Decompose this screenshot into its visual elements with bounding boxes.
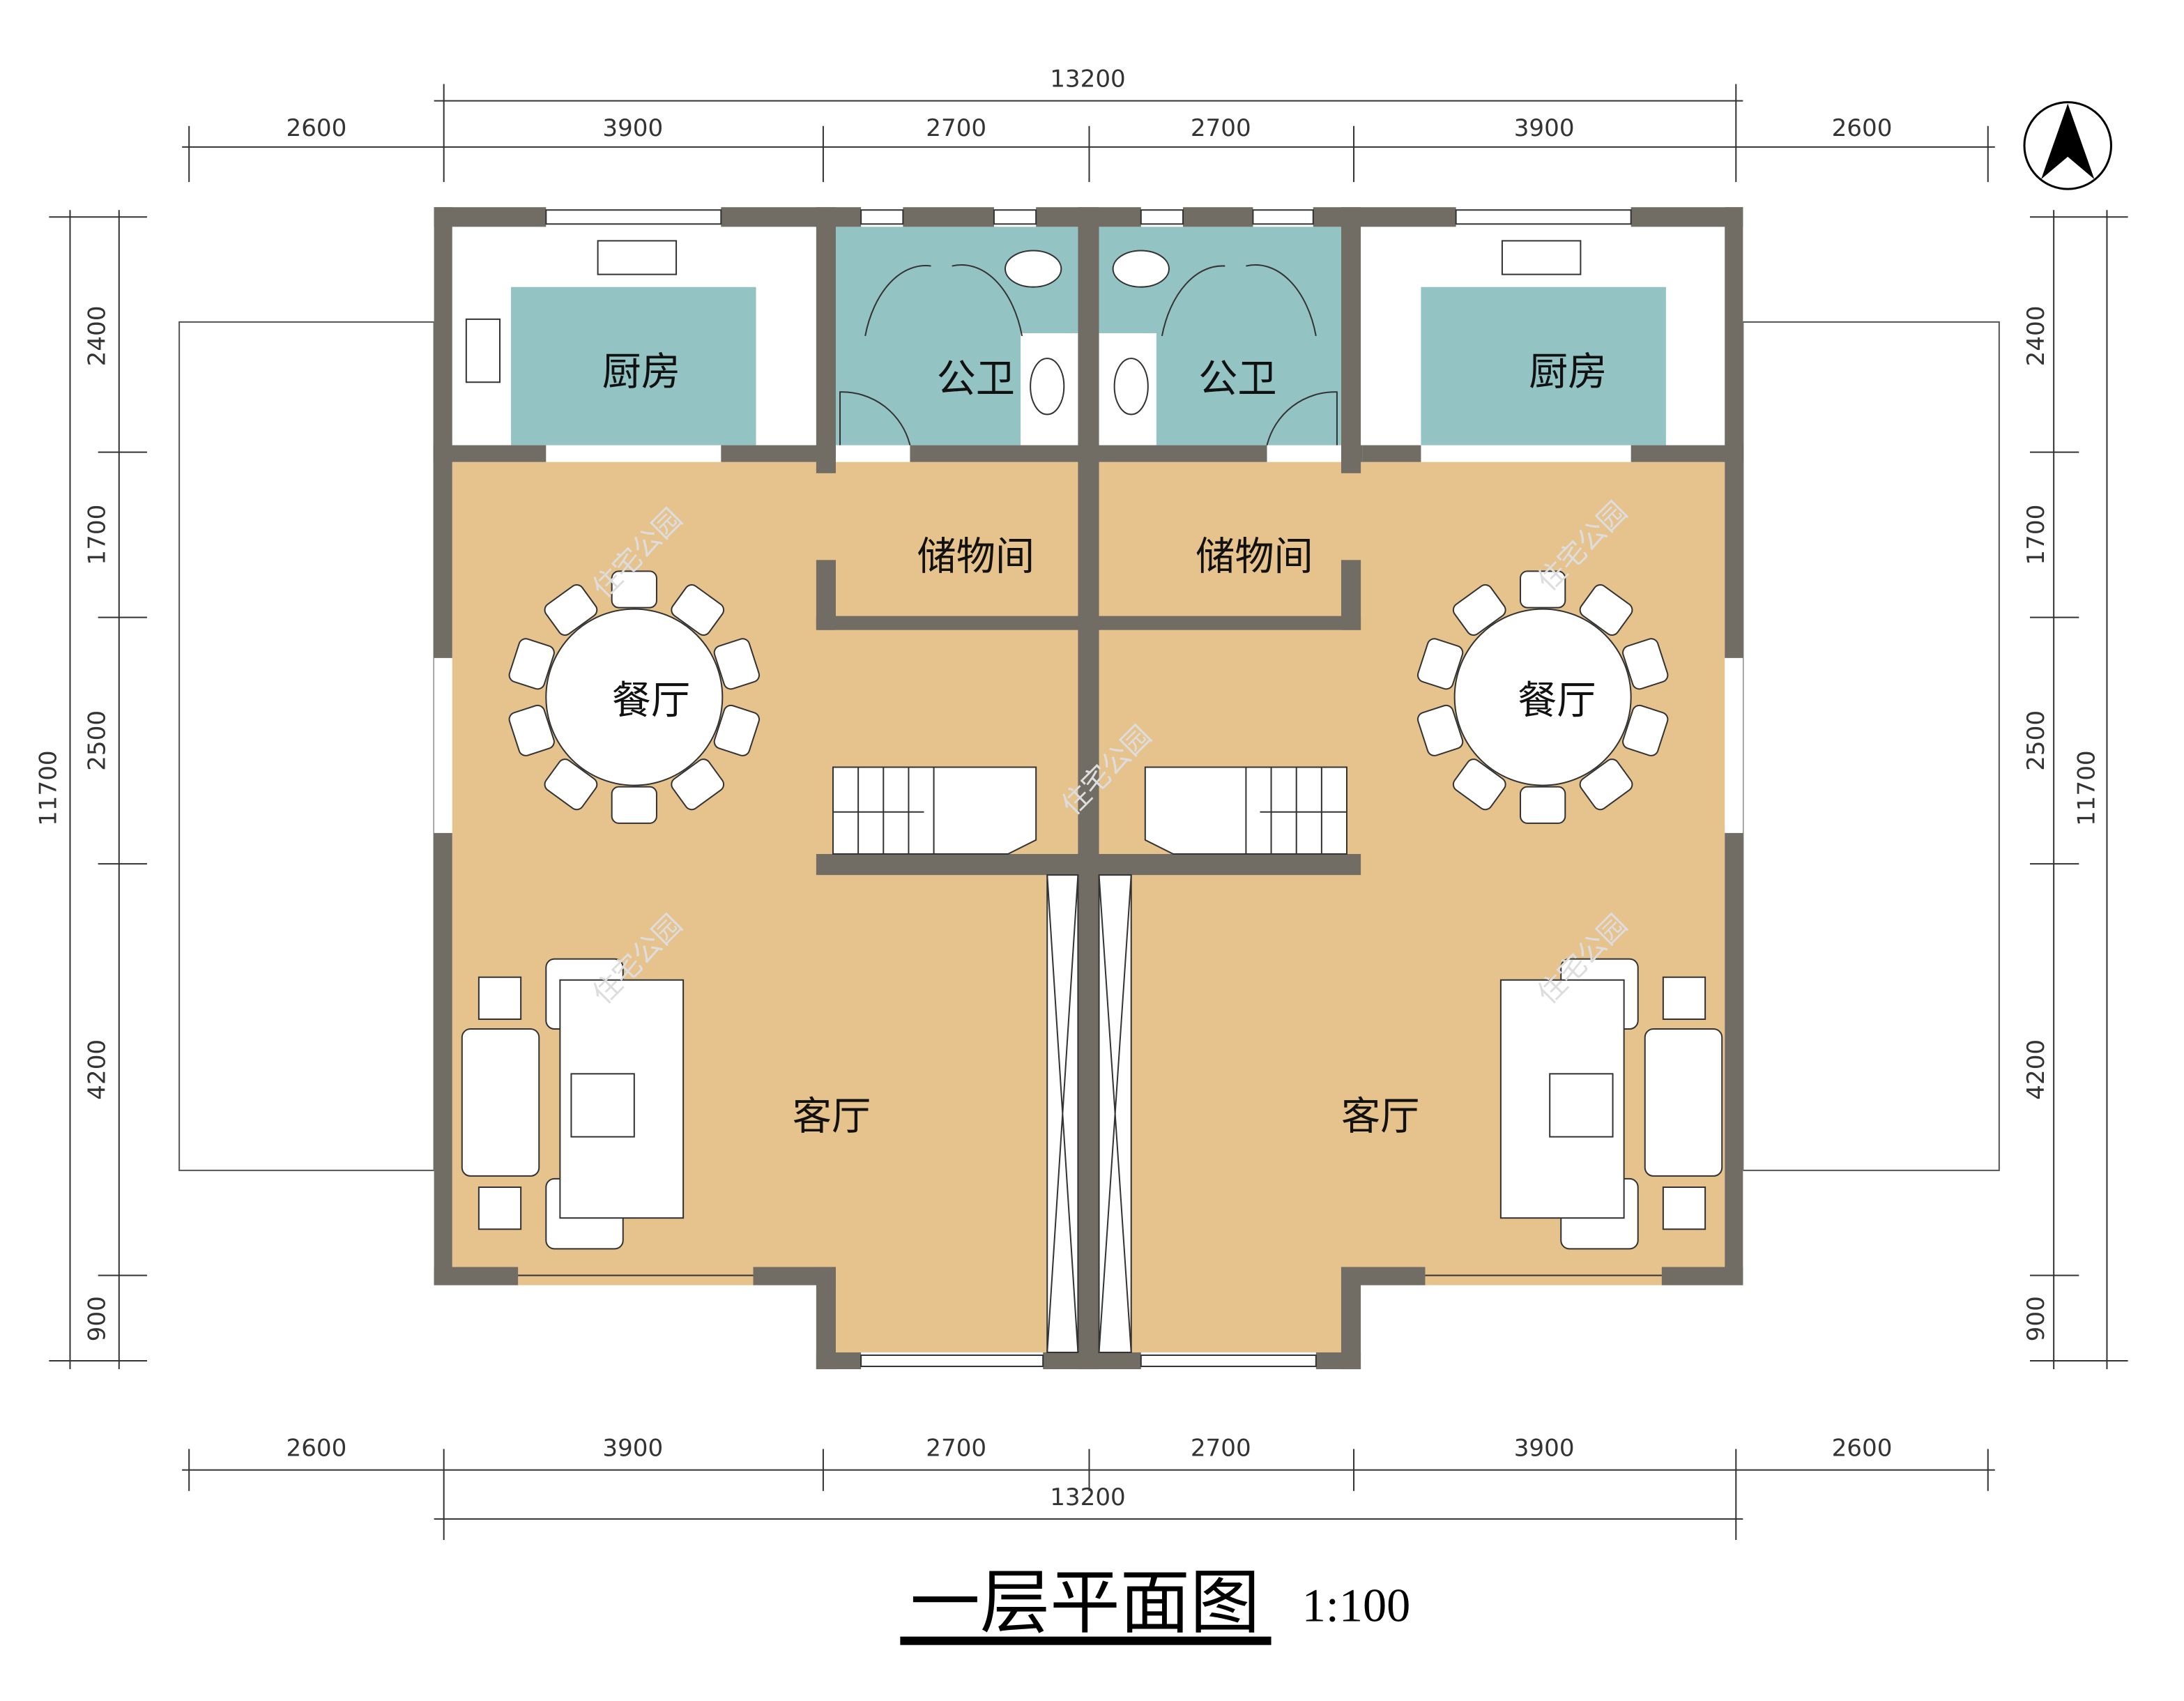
dining-chair [1579, 758, 1633, 811]
dim-left: 2500 [84, 710, 112, 771]
dim-top-total: 13200 [1050, 66, 1126, 93]
windows [518, 209, 1662, 1368]
dim-right: 2400 [2022, 306, 2050, 367]
room-label-bath-left: 公卫 [937, 356, 1015, 402]
room-label-dining-left: 餐厅 [612, 678, 690, 724]
side-table [1662, 1186, 1706, 1230]
dining-chair [1452, 758, 1506, 811]
dim-right: 4200 [2022, 1039, 2050, 1100]
room-label-kitchen-right: 厨房 [1529, 349, 1607, 395]
room-label-living-right: 客厅 [1341, 1094, 1419, 1140]
dining-chair [544, 583, 598, 636]
sofa [1644, 1028, 1723, 1177]
drawing-title: 一层平面图 [910, 1562, 1260, 1644]
dining-chair [1452, 583, 1506, 636]
dining-chair [544, 758, 598, 811]
stairs-right[interactable] [1144, 766, 1348, 855]
dim-bottom: 2700 [926, 1435, 986, 1463]
dim-top: 2600 [1832, 114, 1893, 142]
terrace-right [1742, 321, 2000, 1171]
room-label-dining-right: 餐厅 [1518, 678, 1596, 724]
dim-left-total: 11700 [34, 750, 62, 826]
dimension-lines [49, 84, 2128, 1541]
room-label-storage-left: 储物间 [917, 534, 1034, 579]
dining-chair [508, 704, 555, 756]
dim-top: 2700 [926, 114, 986, 142]
dining-chair [1622, 638, 1669, 690]
dining-chair [508, 638, 555, 690]
room-label-bath-right: 公卫 [1198, 356, 1276, 402]
side-table [478, 976, 522, 1020]
dining-chair [611, 786, 657, 824]
dining-chair [671, 758, 725, 811]
kitchen-floor-left [511, 287, 756, 445]
room-label-kitchen-left: 厨房 [602, 349, 680, 395]
dim-top: 3900 [1514, 114, 1575, 142]
dim-left: 4200 [84, 1039, 112, 1100]
dining-chair [671, 583, 725, 636]
stove-icon [465, 318, 501, 383]
room-label-storage-right: 储物间 [1196, 534, 1313, 579]
dim-top: 3900 [602, 114, 663, 142]
dim-top: 2700 [1191, 114, 1251, 142]
dining-chair [1520, 786, 1566, 824]
dim-left: 900 [84, 1296, 112, 1341]
dim-left: 2400 [84, 306, 112, 367]
dim-bottom: 2600 [287, 1435, 347, 1463]
dining-chair [1416, 638, 1464, 690]
dining-chair [1622, 704, 1669, 756]
dining-chair [1416, 704, 1464, 756]
dim-right: 2500 [2022, 710, 2050, 771]
side-table [478, 1186, 522, 1230]
coffee-table [1549, 1073, 1614, 1138]
dining-chair [713, 638, 761, 690]
coffee-table [570, 1073, 635, 1138]
walls [434, 207, 1743, 1370]
sink-icon [597, 240, 1582, 275]
dining-chair [1579, 583, 1633, 636]
toilet-icon [1004, 250, 1170, 288]
dim-bottom: 2600 [1832, 1435, 1893, 1463]
dim-right-total: 11700 [2072, 750, 2100, 826]
terrace-left [178, 321, 435, 1171]
dim-right: 900 [2022, 1296, 2050, 1341]
dining-table [545, 608, 724, 786]
dim-top: 2600 [287, 114, 347, 142]
side-table [1662, 976, 1706, 1020]
north-arrow-icon [2023, 101, 2112, 190]
dim-bottom: 3900 [602, 1435, 663, 1463]
kitchen-floor-right [1421, 287, 1666, 445]
dining-chair [713, 704, 761, 756]
dining-table [1453, 608, 1632, 786]
dim-bottom: 3900 [1514, 1435, 1575, 1463]
dim-bottom: 2700 [1191, 1435, 1251, 1463]
dim-right: 1700 [2022, 505, 2050, 565]
title-underline [900, 1636, 1272, 1645]
stairs-left[interactable] [832, 766, 1037, 855]
dim-bottom-total: 13200 [1050, 1483, 1126, 1511]
doors[interactable] [839, 264, 1338, 445]
sofa [461, 1028, 540, 1177]
drawing-scale: 1:100 [1302, 1579, 1410, 1632]
dim-left: 1700 [84, 505, 112, 565]
dining-chair [611, 570, 657, 609]
dining-chair [1520, 570, 1566, 609]
washbasin-icon [1030, 358, 1149, 415]
room-label-living-left: 客厅 [793, 1094, 871, 1140]
entry-glass-doors[interactable] [1046, 874, 1132, 1353]
